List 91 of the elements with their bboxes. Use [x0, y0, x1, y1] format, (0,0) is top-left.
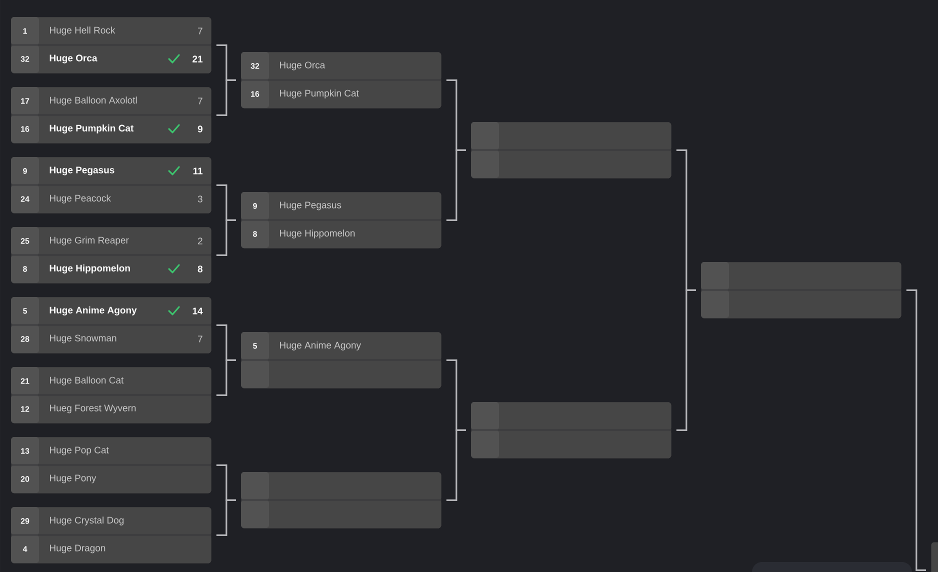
bracket-row [471, 122, 672, 150]
pet-name: Huge Hell Rock [50, 26, 116, 36]
seed-number: 21 [20, 378, 30, 384]
pet-name: Huge Pumpkin Cat [280, 90, 359, 98]
pet-name: Huge Orca [50, 54, 98, 64]
pet-name: Huge Pumpkin Cat [50, 124, 134, 134]
bracket-row [11, 87, 212, 116]
bracket-row [701, 262, 902, 290]
score: 3 [198, 196, 202, 202]
pet-name: Huge Hippomelon [50, 264, 130, 274]
seed-number: 9 [23, 168, 27, 174]
bracket-line [446, 149, 466, 221]
pet-name: Huge Pop Cat [50, 446, 109, 456]
score: 11 [193, 168, 203, 174]
seed-number: 12 [21, 406, 30, 412]
bracket-line [216, 79, 236, 116]
pet-name: Huge Peacock [50, 194, 111, 204]
pet-name: Huge Pegasus [50, 166, 114, 176]
bracket-row [241, 192, 442, 220]
score: 21 [192, 56, 203, 62]
bracket-row [11, 465, 212, 494]
seed-number: 9 [253, 203, 257, 209]
seed-number: 5 [253, 343, 257, 349]
pet-name: Huge Pegasus [280, 202, 342, 210]
bracket-row [11, 45, 212, 74]
pet-name: Hueg Forest Wyvern [50, 404, 136, 414]
seed-number: 32 [20, 56, 30, 62]
bracket-row [241, 220, 442, 248]
score: 8 [198, 266, 202, 272]
score: 9 [198, 126, 202, 132]
pet-name: Huge Pony [50, 474, 96, 484]
score: 7 [198, 336, 202, 342]
bracket-row [11, 437, 212, 466]
bracket-row [11, 185, 212, 214]
seed-number: 5 [23, 308, 27, 314]
pet-name: Huge Anime Agony [50, 306, 137, 316]
bracket-row [11, 227, 212, 256]
pet-name: Huge Dragon [50, 544, 106, 554]
seed-number: 25 [20, 238, 30, 244]
bracket-row [471, 430, 672, 458]
bracket-line [906, 289, 926, 571]
pet-name: Huge Crystal Dog [50, 516, 124, 526]
bracket-row [11, 507, 212, 536]
pet-name: Huge Anime Agony [280, 342, 362, 350]
bracket-row [11, 255, 212, 284]
bracket-line [446, 429, 466, 501]
bracket-row [11, 395, 212, 424]
score: 14 [192, 308, 203, 314]
seed-number: 13 [21, 448, 30, 454]
bracket-row [11, 115, 212, 144]
bracket-row [11, 17, 212, 46]
bracket-row [11, 367, 212, 396]
seed-number: 20 [20, 476, 30, 482]
pet-name: Huge Balloon Axolotl [50, 96, 137, 106]
score: 7 [198, 28, 202, 34]
bracket-row [241, 500, 442, 528]
bracket-line [216, 219, 236, 256]
bracket-row [241, 360, 442, 388]
bracket-row [241, 332, 442, 360]
bracket-row [11, 535, 212, 564]
match-card [931, 542, 938, 572]
score: 2 [198, 238, 202, 244]
seed-number: 16 [251, 91, 260, 97]
seed-number: 32 [250, 63, 260, 69]
bracket-line [216, 359, 236, 396]
pet-name: Huge Grim Reaper [50, 236, 129, 246]
pet-name: Huge Hippomelon [280, 230, 355, 238]
seed-number: 8 [253, 231, 257, 237]
seed-number: 8 [23, 266, 27, 272]
bracket-row [701, 290, 902, 318]
seed-number: 28 [20, 336, 30, 342]
bracket-row [241, 80, 442, 108]
seed-number: 29 [20, 518, 30, 524]
bracket-line [676, 289, 696, 431]
pet-name: Huge Orca [280, 62, 326, 70]
bracket-row [11, 297, 212, 326]
bracket-row [11, 157, 212, 186]
seed-number: 4 [22, 546, 28, 552]
bracket-row [11, 325, 212, 354]
bracket-line [216, 499, 236, 536]
seed-number: 17 [21, 98, 30, 104]
bracket-row [471, 150, 672, 178]
seed-number: 24 [20, 196, 30, 202]
seed-number: 1 [23, 28, 27, 34]
pet-name: Huge Balloon Cat [50, 376, 124, 386]
bracket-row [471, 402, 672, 430]
bracket-row [241, 52, 442, 80]
seed-number: 16 [21, 126, 30, 132]
score: 7 [198, 98, 202, 104]
pet-name: Huge Snowman [50, 334, 116, 344]
bracket-row [241, 472, 442, 500]
